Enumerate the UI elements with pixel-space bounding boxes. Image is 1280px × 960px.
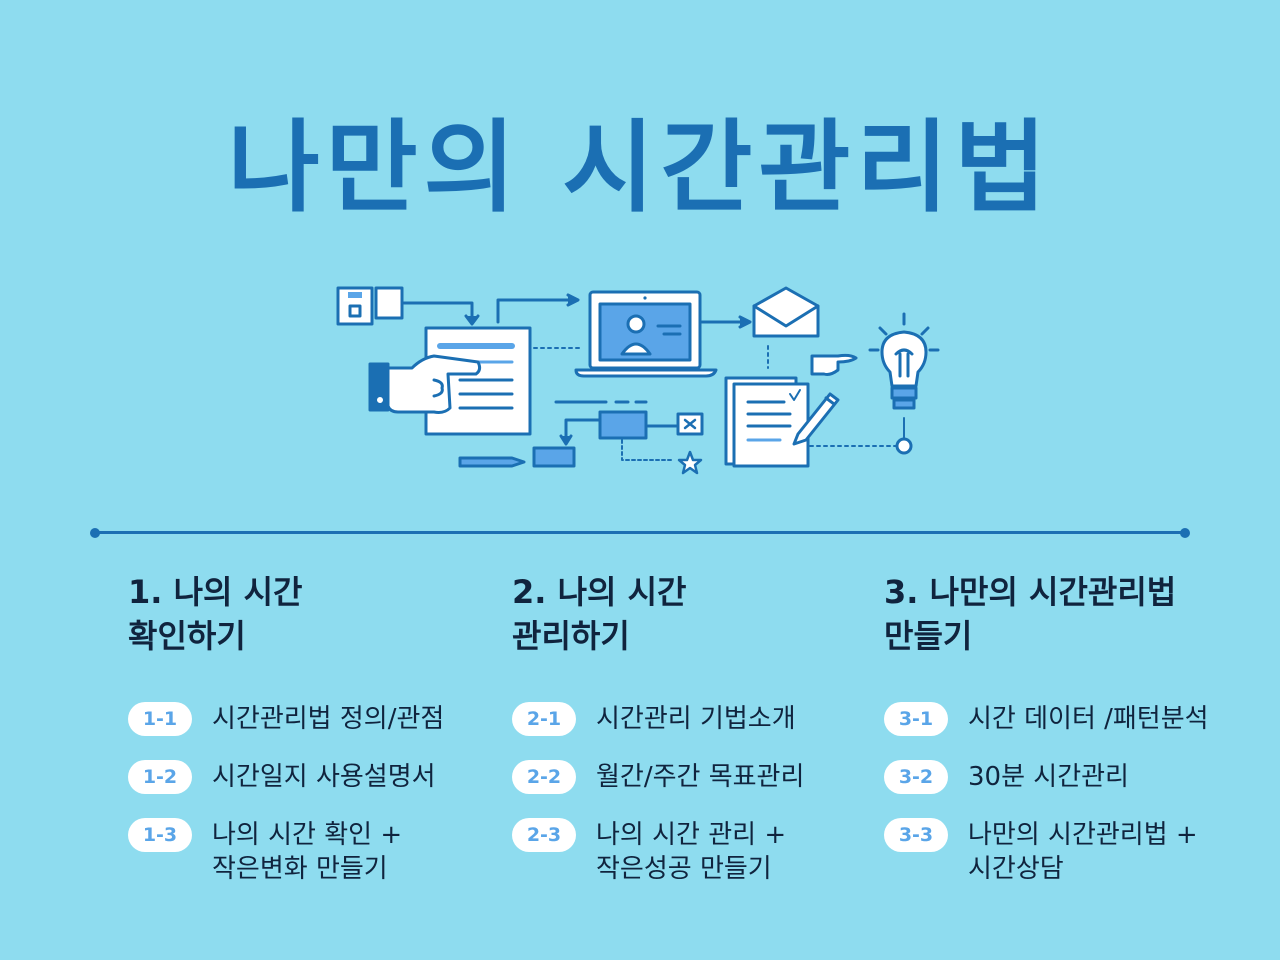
item-line: 시간상담	[968, 854, 1064, 884]
item-text: 나의 시간 확인 + 작은변화 만들기	[212, 818, 402, 886]
divider-line	[96, 531, 1184, 534]
topic-list: 2-1 시간관리 기법소개 2-2 월간/주간 목표관리 2-3 나의 시간 관…	[512, 702, 872, 886]
item-line: 나만의 시간관리법 +	[968, 820, 1198, 850]
topic-list: 1-1 시간관리법 정의/관점 1-2 시간일지 사용설명서 1-3 나의 시간…	[128, 702, 488, 886]
list-item: 1-1 시간관리법 정의/관점	[128, 702, 488, 736]
section-3: 3. 나만의 시간관리법 만들기 3-1 시간 데이터 /패턴분석 3-2 30…	[884, 570, 1244, 910]
section-heading: 1. 나의 시간 확인하기	[128, 570, 488, 670]
item-line: 나의 시간 관리 +	[596, 820, 787, 850]
card-icon	[374, 286, 404, 320]
item-text: 월간/주간 목표관리	[596, 760, 804, 794]
laptop-icon	[574, 290, 718, 378]
flowchart-icon	[532, 400, 704, 475]
heading-line: 2. 나의 시간	[512, 573, 687, 611]
list-item: 1-3 나의 시간 확인 + 작은변화 만들기	[128, 818, 488, 886]
item-line: 작은성공 만들기	[596, 854, 772, 884]
step-badge: 3-3	[884, 818, 948, 852]
item-text: 시간관리 기법소개	[596, 702, 796, 736]
step-badge: 2-1	[512, 702, 576, 736]
list-item: 2-3 나의 시간 관리 + 작은성공 만들기	[512, 818, 872, 886]
pointing-hand-icon	[368, 354, 482, 414]
heading-line: 1. 나의 시간	[128, 573, 303, 611]
item-line: 나의 시간 확인 +	[212, 820, 403, 850]
item-text: 시간 데이터 /패턴분석	[968, 702, 1209, 736]
envelope-icon	[752, 286, 820, 338]
list-item: 2-2 월간/주간 목표관리	[512, 760, 872, 794]
list-item: 1-2 시간일지 사용설명서	[128, 760, 488, 794]
heading-line: 만들기	[884, 617, 973, 655]
pen-icon	[458, 456, 526, 468]
topic-list: 3-1 시간 데이터 /패턴분석 3-2 30분 시간관리 3-3 나만의 시간…	[884, 702, 1244, 886]
item-text: 시간일지 사용설명서	[212, 760, 436, 794]
item-text: 30분 시간관리	[968, 760, 1129, 794]
section-divider	[90, 528, 1190, 538]
document-icon	[424, 326, 532, 436]
heading-line: 3. 나만의 시간관리법	[884, 573, 1177, 611]
item-line: 시간 데이터 /패턴분석	[968, 704, 1209, 734]
step-badge: 1-2	[128, 760, 192, 794]
item-line: 작은변화 만들기	[212, 854, 388, 884]
list-item: 3-2 30분 시간관리	[884, 760, 1244, 794]
item-text: 나의 시간 관리 + 작은성공 만들기	[596, 818, 786, 886]
step-badge: 3-2	[884, 760, 948, 794]
item-line: 시간관리 기법소개	[596, 704, 796, 734]
item-line: 시간관리법 정의/관점	[212, 704, 445, 734]
page-title: 나만의 시간관리법	[227, 109, 1053, 226]
list-item: 3-3 나만의 시간관리법 + 시간상담	[884, 818, 1244, 886]
heading-line: 확인하기	[128, 617, 246, 655]
item-line: 월간/주간 목표관리	[596, 762, 805, 792]
list-item: 3-1 시간 데이터 /패턴분석	[884, 702, 1244, 736]
section-heading: 3. 나만의 시간관리법 만들기	[884, 570, 1244, 670]
section-heading: 2. 나의 시간 관리하기	[512, 570, 872, 670]
item-line: 30분 시간관리	[968, 762, 1129, 792]
step-badge: 2-2	[512, 760, 576, 794]
section-2: 2. 나의 시간 관리하기 2-1 시간관리 기법소개 2-2 월간/주간 목표…	[512, 570, 872, 910]
step-badge: 3-1	[884, 702, 948, 736]
step-badge: 1-3	[128, 818, 192, 852]
heading-line: 관리하기	[512, 617, 630, 655]
divider-dot-right	[1180, 528, 1190, 538]
divider-dot-left	[90, 528, 100, 538]
lightbulb-icon	[868, 312, 940, 410]
item-line: 시간일지 사용설명서	[212, 762, 436, 792]
item-text: 나만의 시간관리법 + 시간상담	[968, 818, 1198, 886]
list-item: 2-1 시간관리 기법소개	[512, 702, 872, 736]
folder-icon	[336, 286, 374, 326]
section-1: 1. 나의 시간 확인하기 1-1 시간관리법 정의/관점 1-2 시간일지 사…	[128, 570, 488, 910]
time-management-illustration	[336, 286, 940, 475]
step-badge: 2-3	[512, 818, 576, 852]
small-hand-icon	[810, 353, 858, 376]
notepad-icon	[724, 376, 810, 468]
step-badge: 1-1	[128, 702, 192, 736]
pencil-icon	[792, 392, 840, 446]
item-text: 시간관리법 정의/관점	[212, 702, 444, 736]
